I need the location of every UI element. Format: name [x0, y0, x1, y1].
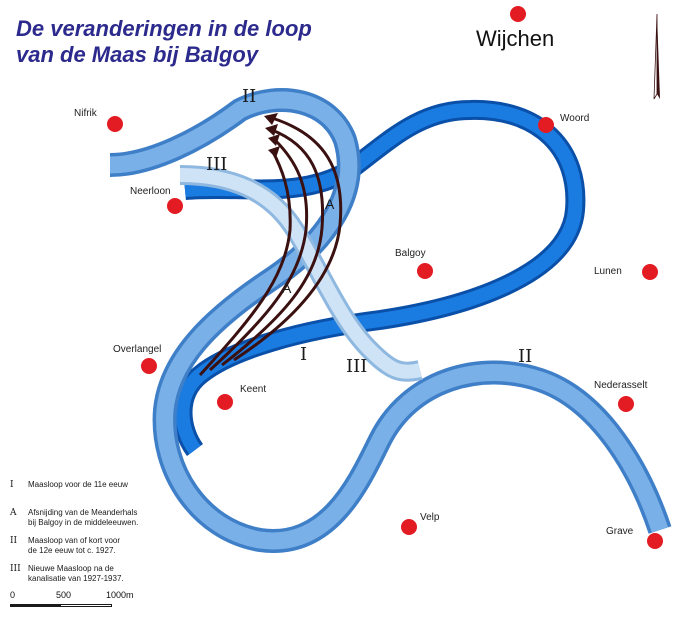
place-label-nifrik: Nifrik: [74, 108, 97, 119]
scale-label-0: 0: [10, 590, 16, 600]
place-marker-lunen: [642, 264, 658, 280]
title-line-1: De veranderingen in de loop: [16, 16, 312, 41]
place-label-nederasselt: Nederasselt: [594, 380, 648, 391]
legend-key: III: [10, 564, 21, 574]
place-label-overlangel: Overlangel: [113, 344, 162, 355]
legend-key: I: [10, 480, 14, 490]
place-marker-balgoy: [417, 263, 433, 279]
place-marker-woord: [538, 117, 554, 133]
title-line-2: van de Maas bij Balgoy: [16, 42, 259, 67]
place-label-velp: Velp: [420, 512, 440, 523]
place-marker-overlangel: [141, 358, 157, 374]
legend-key: A: [10, 508, 17, 518]
legend-key: II: [10, 536, 18, 546]
scale-segment-light: [60, 604, 112, 607]
legend-text: Maasloop voor de 11e eeuw: [28, 480, 128, 490]
legend-text-line: Maasloop van of kort voor: [28, 536, 121, 545]
legend-text-line: Maasloop voor de 11e eeuw: [28, 480, 128, 489]
scale-label-1000: 1000m: [106, 590, 134, 600]
river-label-III-mid: III: [346, 356, 368, 377]
river-course-I: [172, 99, 586, 456]
place-label-neerloon: Neerloon: [130, 186, 171, 197]
river-label-A-top: A: [325, 196, 335, 212]
river-label-A-mid: A: [282, 280, 292, 296]
legend-item-I: I Maasloop voor de 11e eeuw: [10, 480, 180, 502]
legend-item-A: A Afsnijding van de Meanderhals bij Balg…: [10, 508, 180, 530]
scale-segment-dark: [10, 604, 60, 607]
scale-bar: 0 500 1000m: [10, 590, 210, 620]
legend-item-II: II Maasloop van of kort voor de 12e eeuw…: [10, 536, 180, 558]
cutoff-arcs-A: [198, 113, 343, 377]
legend-item-III: III Nieuwe Maasloop na de kanalisatie va…: [10, 564, 180, 586]
place-marker-neerloon: [167, 198, 183, 214]
river-label-III-top: III: [206, 154, 228, 175]
place-marker-grave: [647, 533, 663, 549]
place-marker-nederasselt: [618, 396, 634, 412]
legend-text: Afsnijding van de Meanderhals bij Balgoy…: [28, 508, 138, 528]
place-label-balgoy: Balgoy: [395, 248, 426, 259]
place-label-grave: Grave: [606, 526, 634, 537]
legend-text-line: de 12e eeuw tot c. 1927.: [28, 546, 116, 555]
place-marker-velp: [401, 519, 417, 535]
place-marker-nifrik: [107, 116, 123, 132]
scale-label-500: 500: [56, 590, 72, 600]
legend-text: Nieuwe Maasloop na de kanalisatie van 19…: [28, 564, 124, 584]
legend-text-line: Nieuwe Maasloop na de: [28, 564, 114, 573]
river-label-II-top: II: [242, 86, 257, 107]
river-course-III: [179, 165, 423, 382]
legend-text-line: Afsnijding van de Meanderhals: [28, 508, 138, 517]
place-marker-wijchen: [510, 6, 526, 22]
place-label-wijchen: Wijchen: [476, 26, 555, 51]
legend: I Maasloop voor de 11e eeuw A Afsnijding…: [10, 480, 180, 592]
river-course-II: [109, 88, 672, 553]
north-arrow-icon: [653, 14, 660, 100]
place-label-lunen: Lunen: [594, 266, 622, 277]
place-marker-keent: [217, 394, 233, 410]
place-label-keent: Keent: [240, 384, 267, 395]
map-title: De veranderingen in de loop van de Maas …: [16, 16, 312, 68]
river-label-II-right: II: [518, 346, 533, 367]
legend-text-line: kanalisatie van 1927-1937.: [28, 574, 124, 583]
legend-text-line: bij Balgoy in de middeleeuwen.: [28, 518, 139, 527]
legend-text: Maasloop van of kort voor de 12e eeuw to…: [28, 536, 120, 556]
place-label-woord: Woord: [560, 113, 590, 124]
river-label-I: I: [300, 344, 308, 365]
